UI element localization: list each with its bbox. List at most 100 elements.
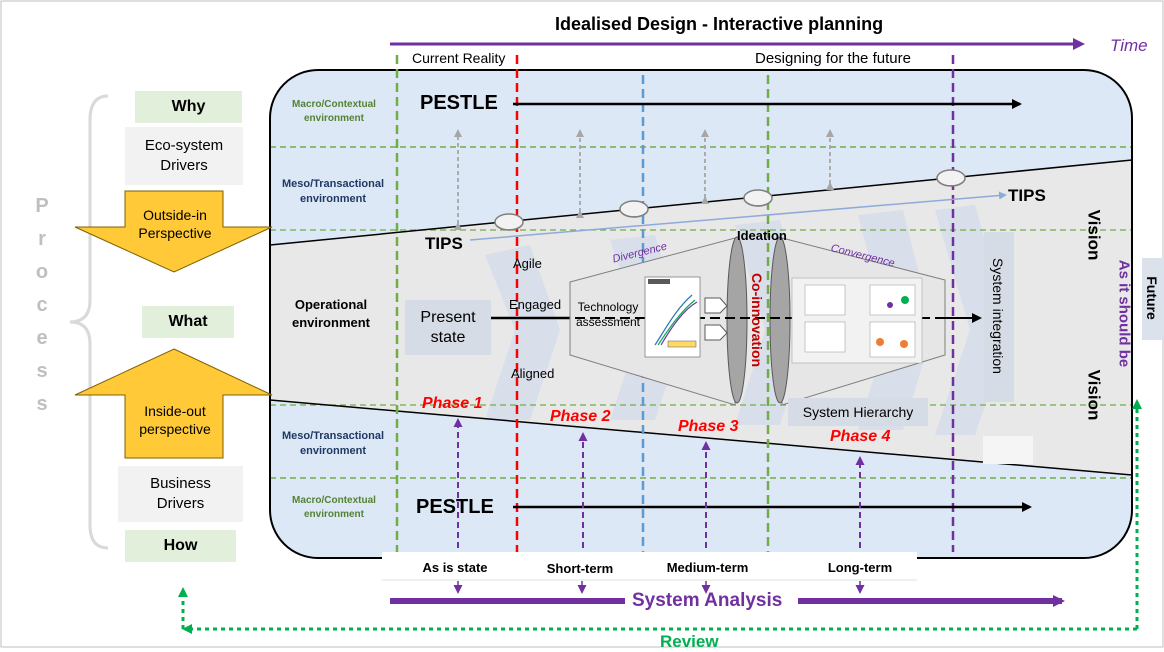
process-letter-3: o — [35, 261, 49, 283]
vision-bottom-label: Vision — [1084, 369, 1104, 421]
tips-blue-arrow — [469, 191, 1007, 241]
outside-in-arrow — [74, 190, 273, 273]
macro-bottom-line1: Macro/Contextual — [292, 495, 376, 506]
meso-top-line2: environment — [299, 193, 366, 205]
process-letter-1: P — [35, 195, 49, 217]
macro-bottom-line2: environment — [303, 509, 364, 520]
term-long-term: Long-term — [827, 559, 893, 575]
inside-out-label: Inside-out perspective — [120, 400, 230, 440]
ideation-label: Ideation — [737, 228, 787, 243]
tips-right-label: TIPS — [1008, 186, 1046, 205]
cycle-icon-2 — [619, 200, 649, 218]
term-as-is-state: As is state — [422, 559, 488, 575]
review-label: Review — [660, 632, 719, 651]
lens-left — [726, 236, 748, 404]
what-box — [142, 306, 234, 338]
outside-in-line2: Perspective — [138, 225, 212, 241]
system-analysis-label: System Analysis — [632, 590, 783, 611]
phase-1-label: Phase 1 — [422, 395, 483, 412]
present-state-label: Present state — [405, 300, 491, 355]
tech-assessment-thumbnail — [644, 276, 701, 358]
inside-out-line2: perspective — [139, 421, 211, 437]
pestle-bottom-label: PESTLE — [416, 496, 494, 518]
future-box — [1142, 258, 1164, 340]
eco-drivers-box — [125, 127, 243, 185]
system-integration-box — [984, 232, 1014, 402]
small-arrow-shape-2 — [704, 324, 728, 341]
small-arrow-shape-1 — [704, 297, 728, 314]
technology-assessment-line1: Technology — [577, 300, 639, 314]
eco-drivers-line1: Eco-system — [144, 137, 224, 154]
cycle-icon-4 — [936, 169, 966, 187]
system-integration-label: System integration — [989, 258, 1006, 374]
phase-2-label: Phase 2 — [550, 408, 611, 425]
business-drivers-box — [118, 466, 243, 522]
process-letter-4: c — [36, 294, 48, 316]
term-strip — [382, 552, 917, 580]
how-box — [125, 530, 236, 562]
macro-top-label: Macro/Contextual environment — [278, 96, 390, 128]
meso-bottom-label: Meso/Transactional environment — [272, 428, 394, 460]
meso-bottom-line2: environment — [299, 445, 366, 457]
as-it-should-be-label: As it should be — [1115, 259, 1133, 368]
meso-bottom-line1: Meso/Transactional — [281, 430, 385, 442]
current-reality-label: Current Reality — [412, 50, 506, 66]
cycle-icon-3 — [743, 189, 773, 207]
how-label: How — [163, 537, 198, 554]
designing-future-label: Designing for the future — [755, 50, 911, 67]
cycle-icon-1 — [494, 213, 524, 231]
term-short-term: Short-term — [546, 560, 614, 576]
tips-left-label: TIPS — [425, 234, 463, 253]
term-medium-term: Medium-term — [666, 559, 749, 575]
vision-bottom-box — [983, 436, 1033, 464]
process-brace — [69, 94, 109, 550]
process-letter-2: r — [38, 228, 46, 250]
vision-top-label: Vision — [1084, 209, 1104, 261]
future-label: Future — [1143, 276, 1160, 320]
outside-in-line1: Outside-in — [143, 207, 207, 223]
what-label: What — [168, 313, 208, 330]
operational-line1: Operational — [294, 297, 368, 312]
macro-top-line2: environment — [303, 113, 364, 124]
present-state-line2: state — [430, 328, 466, 346]
process-letter-5: e — [36, 327, 48, 349]
why-box — [135, 91, 242, 123]
macro-top-line1: Macro/Contextual — [292, 99, 376, 110]
eco-drivers-label: Eco-system Drivers — [125, 127, 243, 185]
aligned-label: Aligned — [511, 366, 555, 381]
co-innovation-label: Co-innovation — [749, 272, 766, 368]
process-letters: P r o c e s s — [30, 190, 54, 421]
why-label: Why — [171, 98, 206, 115]
engaged-label: Engaged — [509, 297, 562, 312]
present-state-box — [405, 300, 491, 355]
technology-assessment-label: Technology assessment — [572, 298, 644, 332]
inside-out-arrow — [74, 348, 273, 459]
process-letter-6: s — [36, 360, 48, 382]
macro-bottom-label: Macro/Contextual environment — [278, 492, 390, 524]
phase-4-label: Phase 4 — [830, 428, 891, 445]
process-letter-7: s — [36, 393, 48, 415]
agile-label: Agile — [513, 256, 542, 271]
system-hierarchy-box — [788, 398, 928, 426]
technology-assessment-line2: assessment — [575, 315, 641, 329]
inside-out-line1: Inside-out — [144, 403, 206, 419]
chevron-1 — [485, 245, 560, 420]
lens-right — [769, 236, 791, 404]
phase-3-label: Phase 3 — [678, 418, 739, 435]
meso-top-line1: Meso/Transactional — [281, 178, 385, 190]
system-hierarchy-thumbnail — [791, 277, 923, 364]
operational-label: Operational environment — [275, 294, 387, 334]
time-label: Time — [1110, 36, 1148, 55]
system-hierarchy-label: System Hierarchy — [802, 404, 914, 420]
business-drivers-line2: Drivers — [156, 495, 205, 512]
business-drivers-line1: Business — [150, 475, 211, 492]
operational-line2: environment — [291, 315, 370, 330]
pestle-top-label: PESTLE — [420, 92, 498, 114]
present-state-line1: Present — [420, 308, 476, 326]
outside-in-label: Outside-in Perspective — [120, 204, 230, 244]
eco-drivers-line2: Drivers — [160, 157, 208, 174]
business-drivers-label: Business Drivers — [118, 466, 243, 522]
meso-top-label: Meso/Transactional environment — [272, 176, 394, 208]
page-title: Idealised Design - Interactive planning — [555, 14, 884, 34]
